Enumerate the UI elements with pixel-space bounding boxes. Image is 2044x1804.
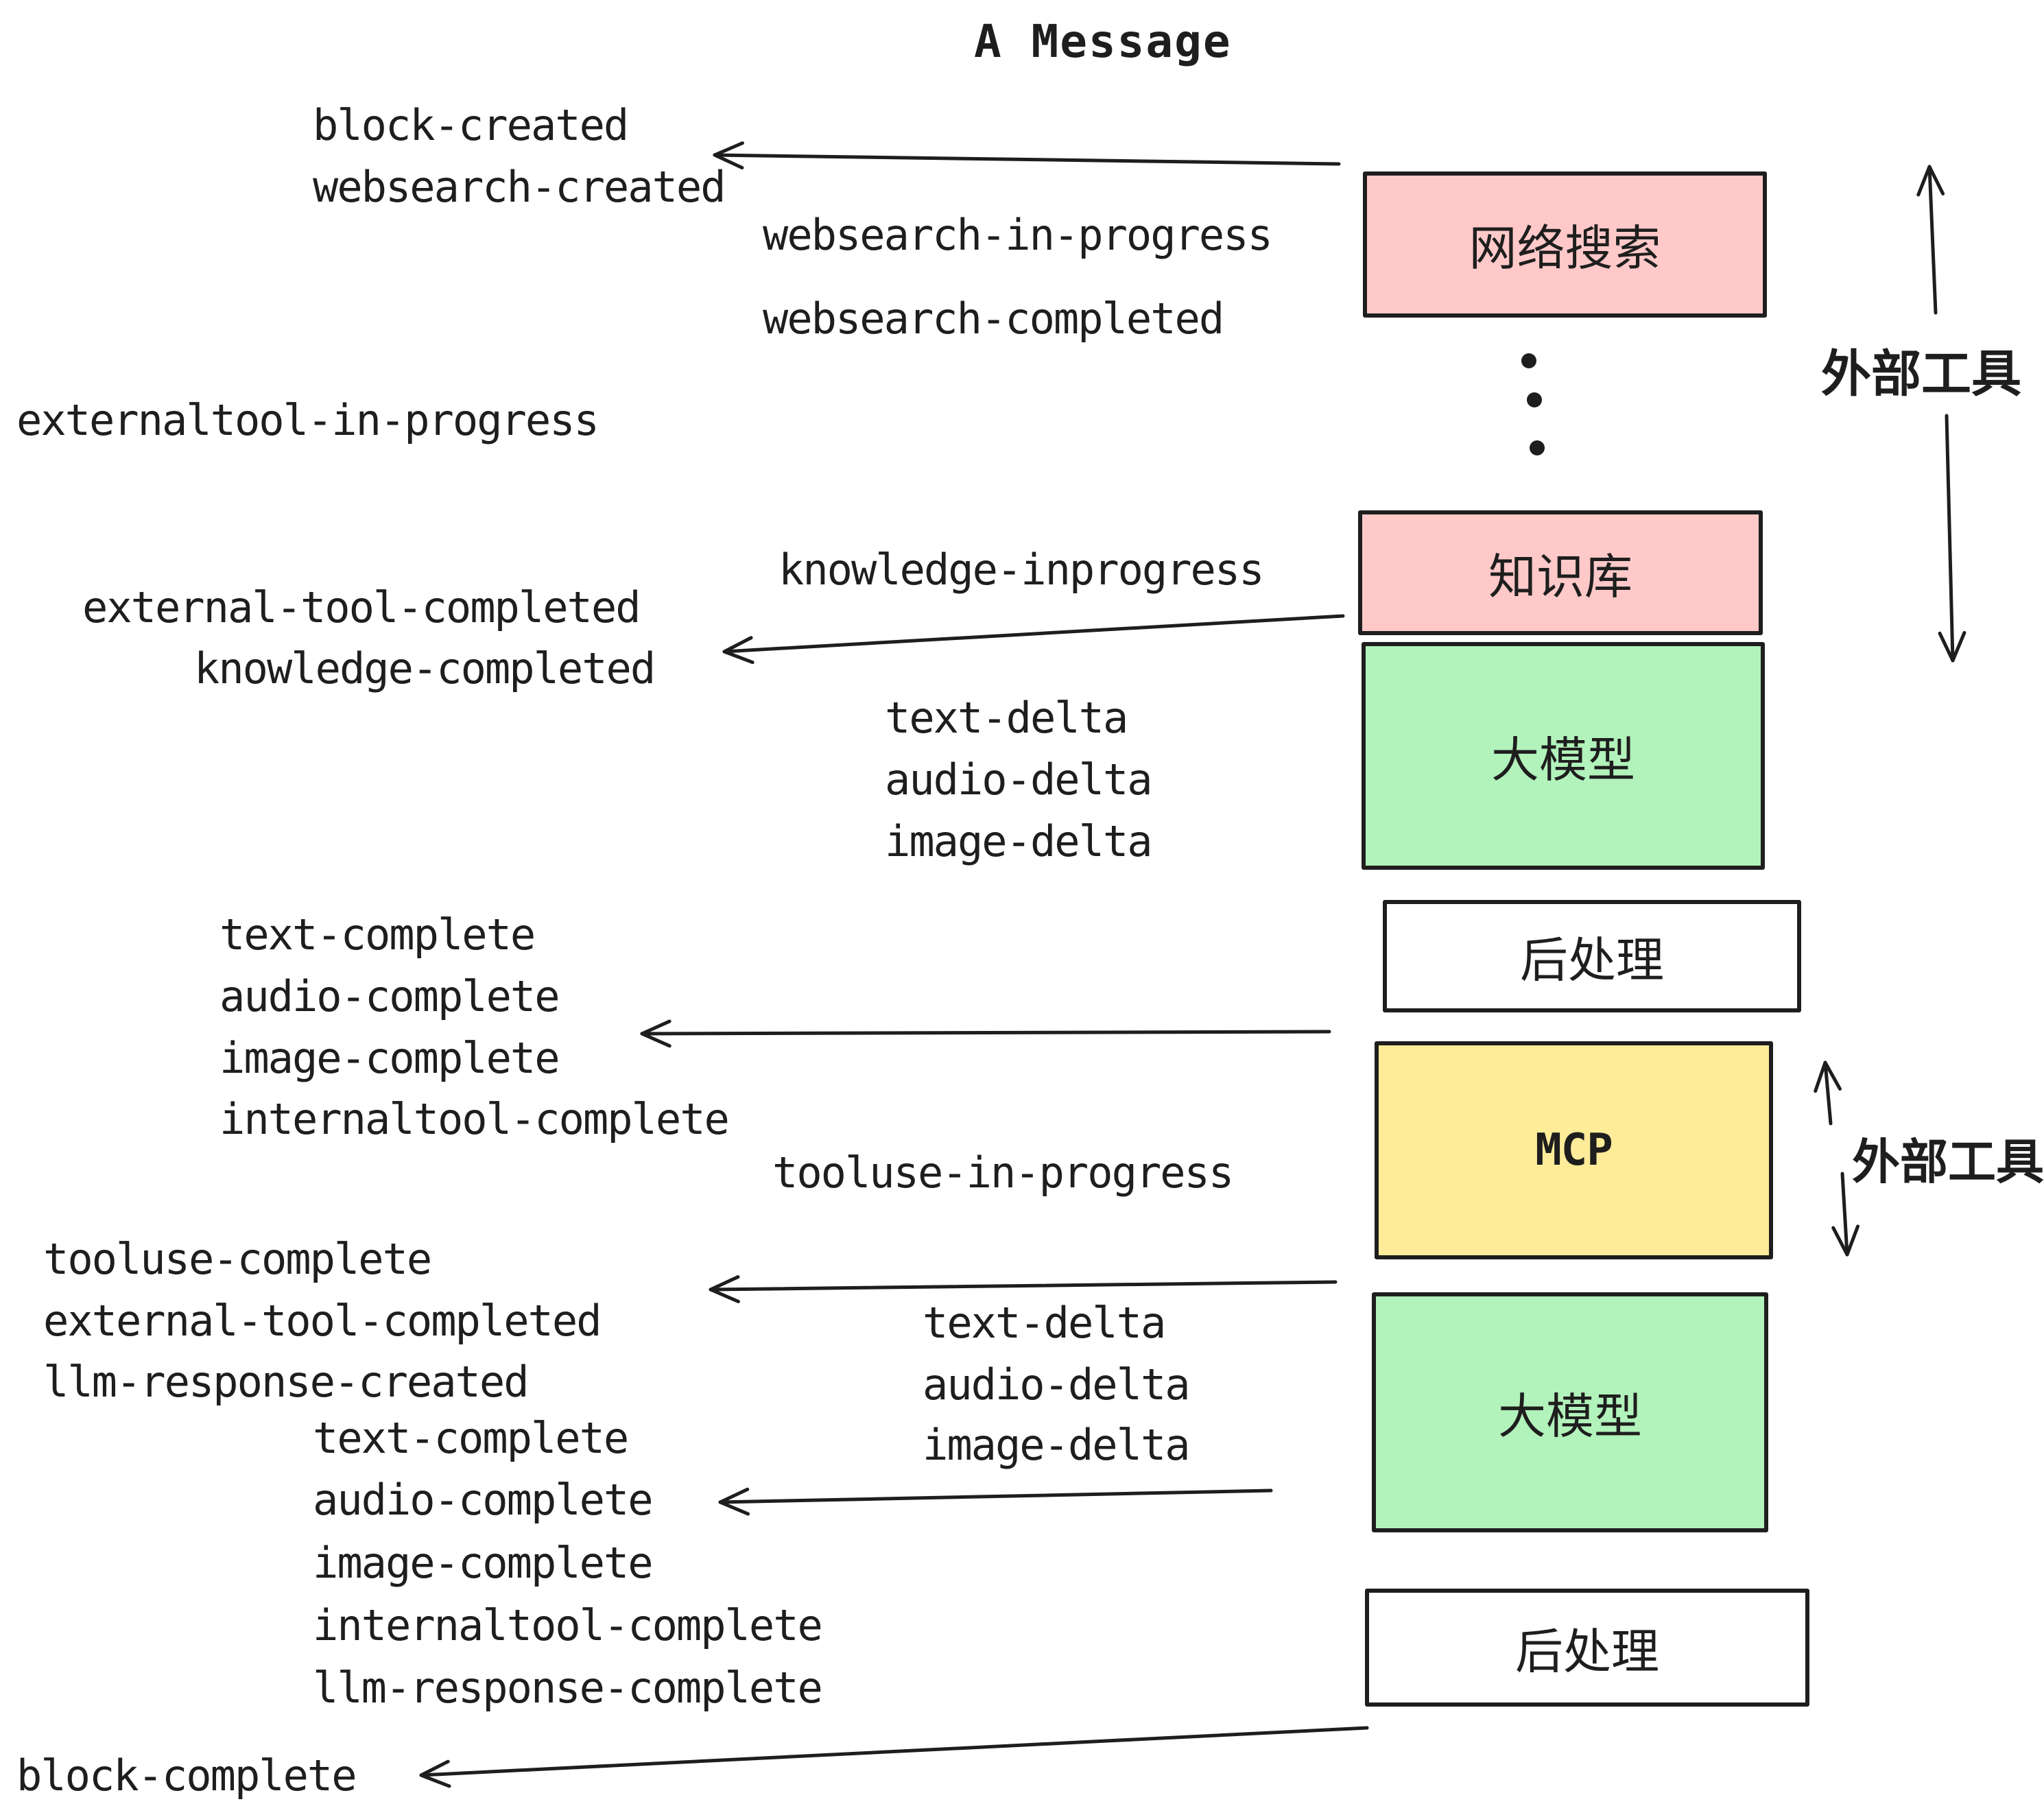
event-label-audio-delta-2: audio-delta xyxy=(923,1360,1191,1410)
event-label-externaltool-in-progress: externaltool-in-progress xyxy=(16,395,599,445)
event-label-block-created: block-created xyxy=(313,100,629,150)
side-label-external-tools-top: 外部工具 xyxy=(1821,346,2021,402)
arrow-to-block-complete xyxy=(419,1726,1369,1788)
arrow-external-tools-down-1 xyxy=(1938,414,1966,663)
component-box-post-process-2: 后处理 xyxy=(1365,1589,1809,1707)
event-label-text-delta-1: text-delta xyxy=(885,693,1128,743)
arrow-external-tools-up-1 xyxy=(1916,165,1945,315)
event-label-websearch-created: websearch-created xyxy=(313,162,726,212)
event-label-websearch-in-progress: websearch-in-progress xyxy=(763,210,1273,260)
side-label-external-tools-mcp: 外部工具 xyxy=(1852,1135,2044,1189)
event-label-audio-complete-2: audio-complete xyxy=(313,1475,654,1525)
event-label-image-delta-1: image-delta xyxy=(885,816,1153,866)
component-box-web-search: 网络搜索 xyxy=(1363,171,1767,318)
event-label-llm-response-complete: llm-response-complete xyxy=(313,1663,823,1713)
event-label-websearch-completed: websearch-completed xyxy=(763,294,1224,344)
event-label-tooluse-complete: tooluse-complete xyxy=(43,1234,432,1284)
event-label-internaltool-complete-2: internaltool-complete xyxy=(313,1600,823,1650)
event-label-knowledge-completed: knowledge-completed xyxy=(194,643,656,693)
arrow-to-audio-complete xyxy=(718,1487,1273,1516)
arrow-to-block-created xyxy=(713,141,1341,170)
arrow-external-tools-down-2 xyxy=(1831,1172,1860,1257)
ellipsis-dot-2 xyxy=(1527,392,1542,407)
event-label-image-complete-1: image-complete xyxy=(219,1033,560,1083)
event-label-block-complete: block-complete xyxy=(16,1750,357,1801)
event-label-external-tool-completed-2: external-tool-completed xyxy=(43,1296,602,1346)
arrow-to-tooluse-complete xyxy=(709,1275,1338,1303)
component-box-post-process-1: 后处理 xyxy=(1383,900,1801,1012)
ellipsis-dot-3 xyxy=(1530,440,1545,455)
component-box-mcp: MCP xyxy=(1375,1041,1773,1259)
event-label-external-tool-completed-1: external-tool-completed xyxy=(82,582,641,632)
event-label-audio-delta-1: audio-delta xyxy=(885,755,1153,805)
event-label-knowledge-inprogress: knowledge-inprogress xyxy=(779,545,1265,595)
event-label-llm-response-created: llm-response-created xyxy=(43,1357,530,1407)
component-box-llm-1: 大模型 xyxy=(1362,642,1765,870)
component-box-llm-2: 大模型 xyxy=(1372,1292,1768,1532)
arrow-to-image-complete xyxy=(640,1019,1331,1048)
event-label-tooluse-in-progress: tooluse-in-progress xyxy=(772,1148,1234,1198)
event-label-text-complete-2: text-complete xyxy=(313,1413,629,1463)
event-label-text-complete-1: text-complete xyxy=(219,910,536,960)
event-label-text-delta-2: text-delta xyxy=(923,1298,1166,1348)
arrow-external-tools-up-2 xyxy=(1814,1060,1842,1126)
arrow-to-knowledge-completed xyxy=(722,614,1345,665)
ellipsis-dot-1 xyxy=(1521,353,1536,368)
event-label-image-delta-2: image-delta xyxy=(923,1420,1191,1470)
event-label-audio-complete-1: audio-complete xyxy=(219,971,560,1021)
diagram-title: A Message xyxy=(974,15,1232,68)
event-label-image-complete-2: image-complete xyxy=(313,1538,654,1588)
component-box-knowledge-base: 知识库 xyxy=(1358,510,1763,635)
event-label-internaltool-complete-1: internaltool-complete xyxy=(219,1094,730,1144)
